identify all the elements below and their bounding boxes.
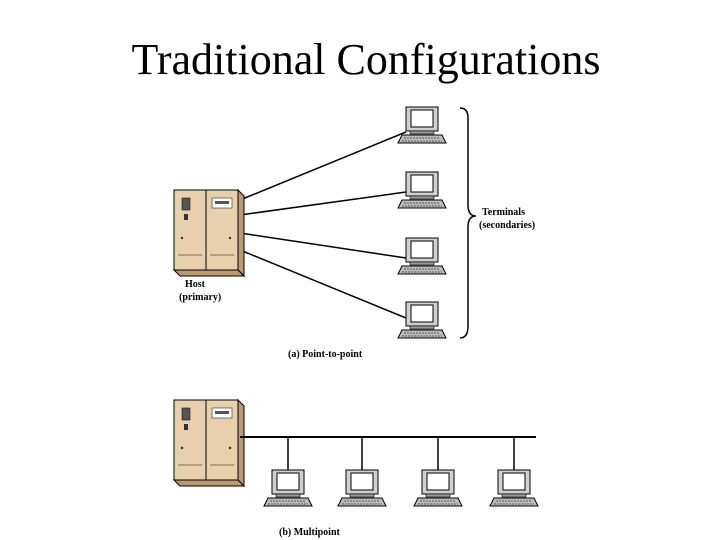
point-to-point-caption: (a) Point-to-point [288,349,363,360]
host-cabinet [173,399,245,487]
terminal [397,171,447,209]
terminals-role-label: (secondaries) [479,220,535,231]
multipoint-caption: (b) Multipoint [279,527,341,538]
terminals-brace [459,107,477,339]
host-role-label: (primary) [179,292,221,303]
host-label: Host [185,279,206,290]
terminal [397,106,447,144]
terminal [397,301,447,339]
terminal [397,237,447,275]
slide-title: Traditional Configurations [131,35,601,84]
terminals-label: Terminals [482,207,525,218]
point-to-point-lines [239,131,407,319]
terminal [489,469,539,507]
terminal [337,469,387,507]
terminal [263,469,313,507]
terminal [413,469,463,507]
host-cabinet [173,189,245,277]
multipoint-drops [287,437,515,470]
